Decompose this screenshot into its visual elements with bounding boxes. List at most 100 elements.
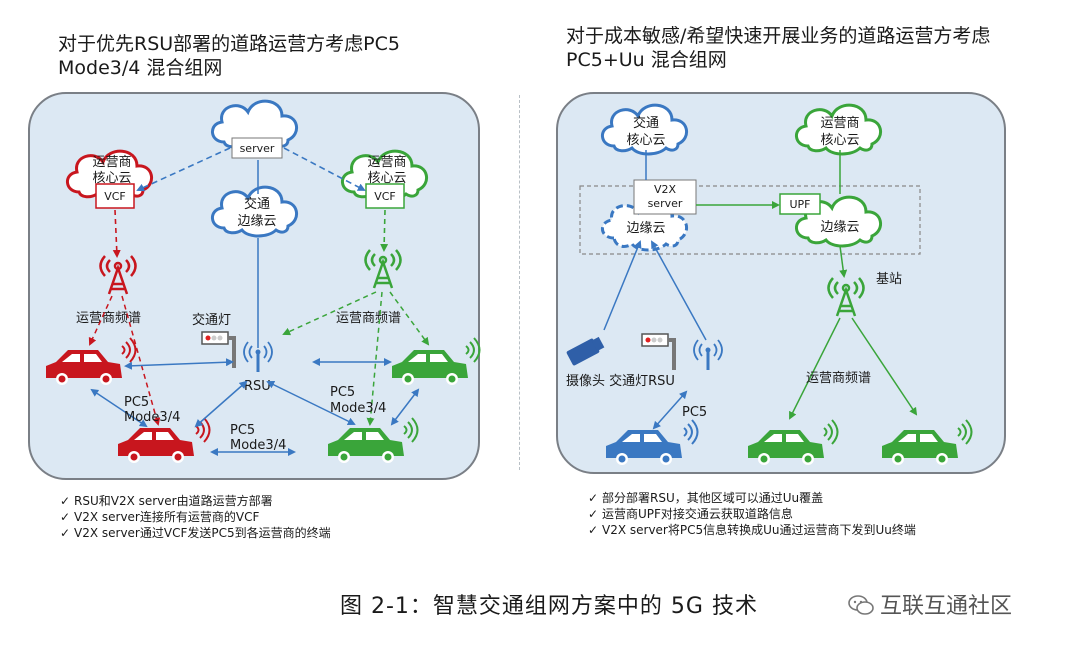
check-icon: ✓: [588, 491, 599, 505]
right-rsu-antenna-icon: [692, 338, 724, 372]
right-title: 对于成本敏感/希望快速开展业务的道路运营方考虑 PC5+Uu 混合组网: [566, 24, 1066, 72]
pc5-green-cars: [390, 388, 420, 426]
green-tower-icon: [364, 248, 402, 290]
check-icon: ✓: [60, 494, 71, 508]
right-spectrum-label: 运营商频谱: [806, 371, 871, 386]
camera-light-rsu-label: 摄像头 交通灯RSU: [566, 373, 675, 389]
vcf-label-red: VCF: [104, 190, 126, 203]
server-to-vcf-green-link: [283, 147, 366, 191]
left-spectrum-label-green: 运营商频谱: [336, 311, 401, 326]
operator-core-green-label-1: 运营商: [367, 155, 406, 170]
right-bullet-list: ✓部分部署RSU，其他区域可以通过Uu覆盖 ✓运营商UPF对接交通云获取道路信息…: [588, 490, 916, 538]
figure-caption: 图 2-1：智慧交通组网方案中的 5G 技术: [340, 594, 758, 619]
left-bullet-list: ✓RSU和V2X server由道路运营方部署 ✓V2X server连接所有运…: [60, 493, 331, 541]
green-car-bottom-icon: [328, 428, 404, 463]
base-station-to-middle-car-link: [789, 317, 841, 420]
right-bullet-2: ✓运营商UPF对接交通云获取道路信息: [588, 507, 793, 521]
vcf-box-green: [365, 183, 405, 209]
right-title-line1: 对于成本敏感/希望快速开展业务的道路运营方考虑: [566, 25, 991, 47]
green-car-middle-icon: [748, 430, 824, 465]
check-icon: ✓: [588, 523, 599, 537]
right-bullet-1: ✓部分部署RSU，其他区域可以通过Uu覆盖: [588, 491, 824, 505]
blue-car-icon: [606, 430, 682, 465]
rsu-label: RSU: [244, 379, 271, 394]
operator-core-red-label-2: 核心云: [92, 171, 131, 186]
red-car-left-icon: [46, 350, 122, 385]
edge-cloud-right-label: 边缘云: [820, 220, 859, 235]
pc5-left-car-bottom-car: [90, 388, 148, 428]
v2x-server-label-2: server: [648, 197, 683, 210]
left-bullet-3: ✓V2X server通过VCF发送PC5到各运营商的终端: [60, 526, 331, 540]
traffic-core-label-2: 核心云: [626, 133, 665, 148]
mode34-label-right: Mode3/4: [330, 401, 386, 416]
blue-car-wave-icon: [683, 419, 699, 445]
traffic-edge-label-1: 交通: [244, 196, 270, 212]
edge-zone-box: [579, 185, 921, 255]
server-to-vcf-red-link: [136, 147, 231, 192]
wechat-icon: [848, 595, 874, 615]
left-title-line2: Mode3/4 混合组网: [58, 57, 223, 79]
upf-box: [779, 193, 821, 215]
green-car-middle-wave-icon: [823, 419, 839, 445]
watermark-text: 互联互通社区: [880, 594, 1013, 619]
edge-to-base-station-link: [839, 245, 848, 278]
right-bullet-3: ✓V2X server将PC5信息转换成Uu通过运营商下发到Uu终端: [588, 523, 916, 537]
base-station-to-right-car-link: [851, 317, 918, 416]
upf-label: UPF: [789, 198, 810, 211]
left-title-line1: 对于优先RSU部署的道路运营方考虑PC5: [58, 33, 400, 55]
mode34-label-bottom: Mode3/4: [230, 438, 286, 453]
panel-divider: [519, 95, 520, 470]
mode34-label-left: Mode3/4: [124, 410, 180, 425]
check-icon: ✓: [60, 510, 71, 524]
base-station-label: 基站: [876, 272, 902, 287]
v2x-server-label-1: V2X: [654, 183, 677, 196]
operator-core-label-2: 核心云: [820, 133, 859, 148]
right-scheme-panel: [556, 92, 1006, 474]
left-spectrum-label-red: 运营商频谱: [76, 311, 141, 326]
pc5-rsu-car-link: [652, 390, 688, 430]
right-pc5-label: PC5: [682, 405, 707, 420]
green-tower-to-right-car-link: [389, 291, 430, 346]
v2x-server-box: [633, 179, 697, 215]
green-car-right-icon: [882, 430, 958, 465]
pc5-label-bottom: PC5: [230, 423, 255, 438]
base-station-tower-icon: [827, 276, 865, 318]
left-bullet-1: ✓RSU和V2X server由道路运营方部署: [60, 494, 273, 508]
left-bullet-2: ✓V2X server连接所有运营商的VCF: [60, 510, 260, 524]
traffic-light-label: 交通灯: [192, 312, 231, 328]
vcf-to-green-tower-link: [380, 209, 389, 252]
red-car-bottom-icon: [118, 428, 194, 463]
vcf-to-red-tower-link: [112, 209, 121, 258]
pc5-bottom-car-rsu: [194, 380, 248, 428]
rsu-to-edge-link: [651, 240, 707, 341]
check-icon: ✓: [60, 526, 71, 540]
watermark: 互联互通社区: [848, 588, 1012, 620]
vcf-label-green: VCF: [374, 190, 396, 203]
green-tower-to-rsu-link: [282, 291, 377, 336]
pc5-label-right: PC5: [330, 385, 355, 400]
operator-core-red-label-1: 运营商: [92, 155, 131, 170]
camera-to-edge-link: [603, 240, 642, 331]
server-box: [231, 137, 283, 159]
edge-cloud-left-label: 边缘云: [626, 221, 665, 236]
green-car-right-wave-icon: [465, 337, 481, 363]
operator-core-label-1: 运营商: [820, 116, 859, 131]
server-label: server: [240, 142, 275, 155]
operator-core-green-label-2: 核心云: [367, 171, 406, 186]
red-tower-icon: [99, 254, 137, 296]
right-traffic-light-icon: [640, 332, 676, 372]
check-icon: ✓: [588, 507, 599, 521]
left-title: 对于优先RSU部署的道路运营方考虑PC5 Mode3/4 混合组网: [58, 32, 478, 80]
red-car-bottom-wave-icon: [195, 417, 211, 443]
red-car-left-wave-icon: [121, 337, 137, 363]
vcf-box-red: [95, 183, 135, 209]
traffic-edge-label-2: 边缘云: [237, 214, 276, 229]
pc5-label-left: PC5: [124, 395, 149, 410]
right-title-line2: PC5+Uu 混合组网: [566, 49, 727, 71]
traffic-core-label-1: 交通: [633, 115, 659, 131]
green-car-bottom-wave-icon: [403, 417, 419, 443]
pc5-rsu-bottom-green-car: [266, 381, 356, 425]
pc5-left-car-rsu: [124, 358, 234, 370]
green-car-right-icon: [392, 350, 468, 385]
